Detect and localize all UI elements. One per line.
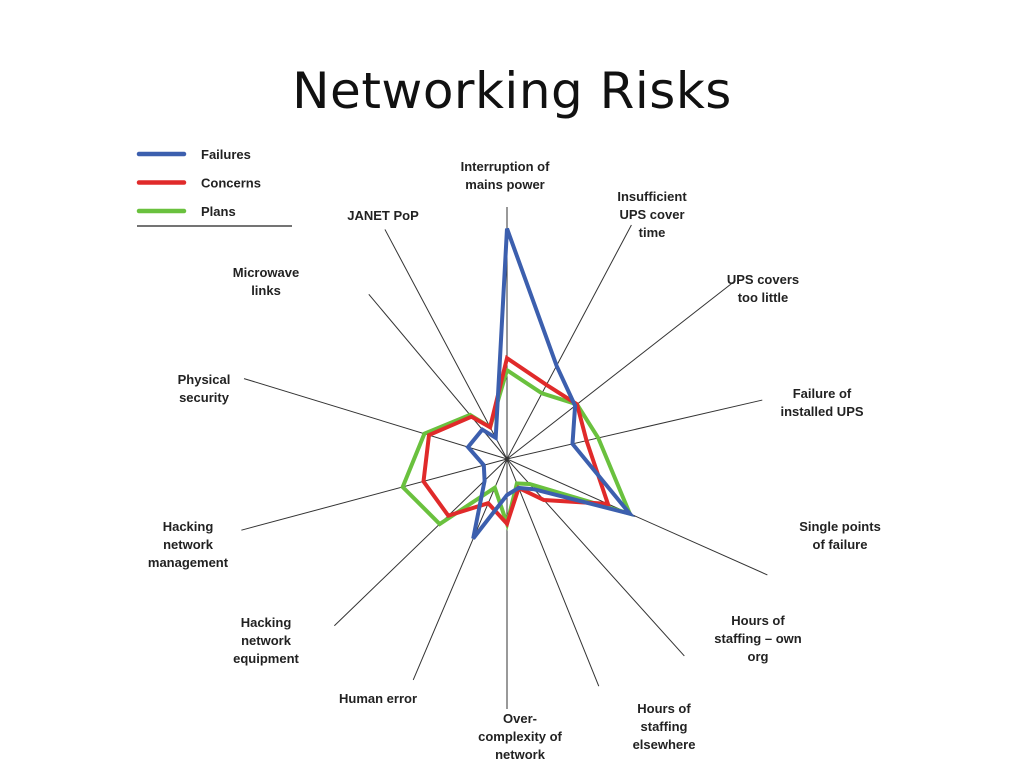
radar-spoke-2 [506, 280, 736, 460]
radar-spoke-10 [241, 458, 508, 531]
radar-spoke-3 [506, 399, 763, 460]
radar-spoke-8 [412, 458, 508, 681]
series-concerns [421, 354, 611, 528]
radar-spoke-1 [506, 224, 632, 460]
radar-spoke-9 [334, 458, 508, 627]
series-failures [465, 227, 636, 540]
legend-label-failures: Failures [201, 147, 251, 162]
axis-label-13: JANET PoP [347, 208, 419, 223]
legend-label-plans: Plans [201, 204, 236, 219]
slide-title: Networking Risks [292, 62, 732, 120]
radar-spokes [241, 207, 768, 709]
radar-spoke-13 [384, 229, 508, 460]
radar-spoke-6 [506, 458, 600, 687]
axis-label-8: Human error [339, 691, 417, 706]
legend-label-concerns: Concerns [201, 176, 261, 191]
radar-spoke-11 [243, 378, 508, 460]
radar-spoke-4 [506, 458, 768, 576]
radar-series [400, 227, 636, 540]
